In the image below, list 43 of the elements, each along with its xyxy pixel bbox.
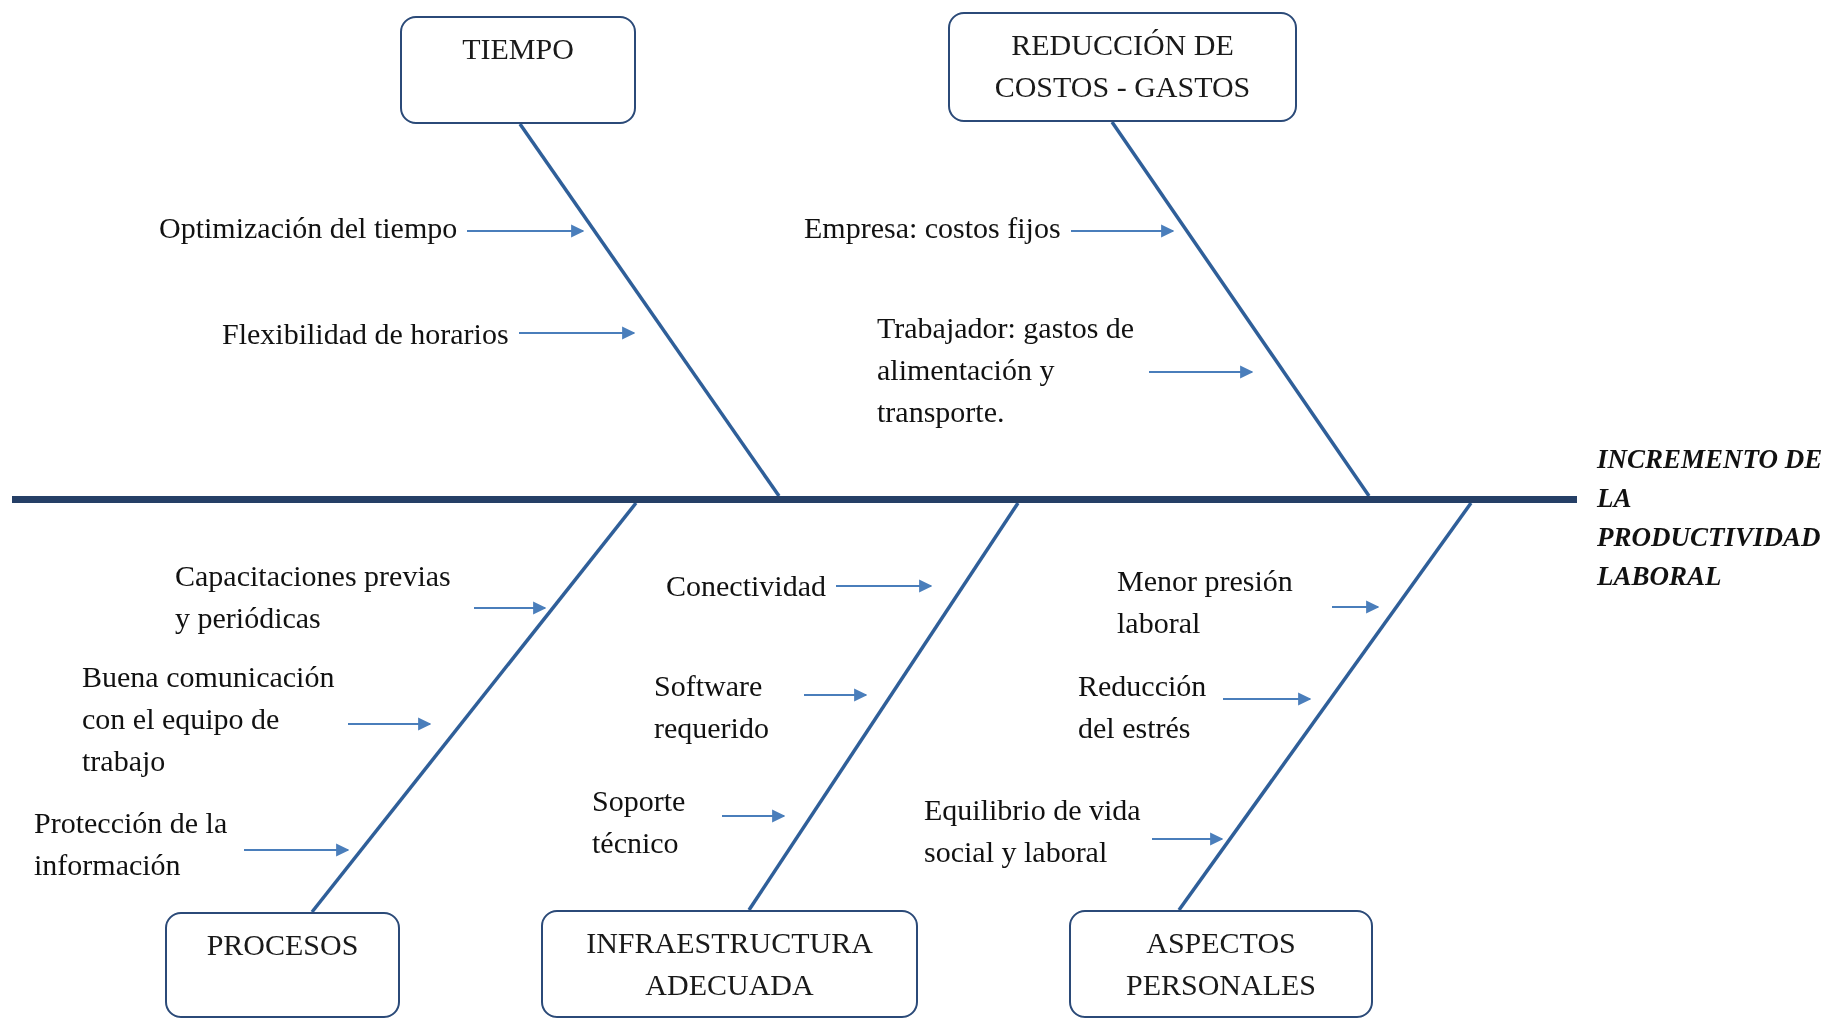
arrow bbox=[1332, 600, 1380, 614]
arrow bbox=[1149, 365, 1254, 379]
category-box bbox=[400, 16, 636, 124]
cause-text: Protección de la información bbox=[34, 805, 229, 883]
arrow bbox=[836, 579, 933, 593]
cause-text: Software requerido bbox=[654, 668, 770, 746]
arrow bbox=[467, 224, 585, 238]
category-label: REDUCCIÓN DE COSTOS - GASTOS bbox=[993, 27, 1252, 105]
category-box bbox=[1069, 910, 1373, 1018]
cause-text: Equilibrio de vida social y laboral bbox=[924, 792, 1142, 870]
arrow bbox=[348, 717, 432, 731]
arrow bbox=[1152, 832, 1224, 846]
cause-text: Reducción del estrés bbox=[1078, 668, 1208, 746]
cause-text: Capacitaciones previas y periódicas bbox=[175, 558, 452, 636]
arrow bbox=[1071, 224, 1175, 238]
cause-text: Empresa: costos fijos bbox=[804, 210, 1061, 246]
cause-text: Buena comunicación con el equipo de trabajo bbox=[82, 659, 336, 779]
effect-label: INCREMENTO DE LA PRODUCTIVIDAD LABORAL bbox=[1597, 443, 1824, 593]
category-box bbox=[541, 910, 918, 1018]
bone-line bbox=[1110, 121, 1371, 497]
bone-line bbox=[518, 123, 781, 497]
bone-line bbox=[1177, 502, 1473, 911]
cause-text: Trabajador: gastos de alimentación y transporte. bbox=[877, 310, 1136, 430]
arrow bbox=[519, 326, 636, 340]
bone-line bbox=[747, 502, 1020, 911]
arrow bbox=[1223, 692, 1312, 706]
category-label: TIEMPO bbox=[462, 31, 574, 67]
category-label: INFRAESTRUCTURA ADECUADA bbox=[585, 925, 874, 1003]
arrow bbox=[722, 809, 786, 823]
category-label: ASPECTOS PERSONALES bbox=[1124, 925, 1317, 1003]
bone-line bbox=[310, 501, 638, 914]
cause-text: Menor presión laboral bbox=[1117, 563, 1294, 641]
category-label: PROCESOS bbox=[206, 927, 359, 963]
cause-text: Conectividad bbox=[666, 568, 826, 604]
spine-bar bbox=[12, 496, 1577, 503]
arrow bbox=[804, 688, 868, 702]
category-box bbox=[948, 12, 1297, 122]
arrow bbox=[244, 843, 350, 857]
category-box bbox=[165, 912, 400, 1018]
cause-text: Soporte técnico bbox=[592, 783, 687, 861]
arrow bbox=[474, 601, 547, 615]
cause-text: Optimización del tiempo bbox=[159, 210, 458, 246]
cause-text: Flexibilidad de horarios bbox=[222, 316, 509, 352]
